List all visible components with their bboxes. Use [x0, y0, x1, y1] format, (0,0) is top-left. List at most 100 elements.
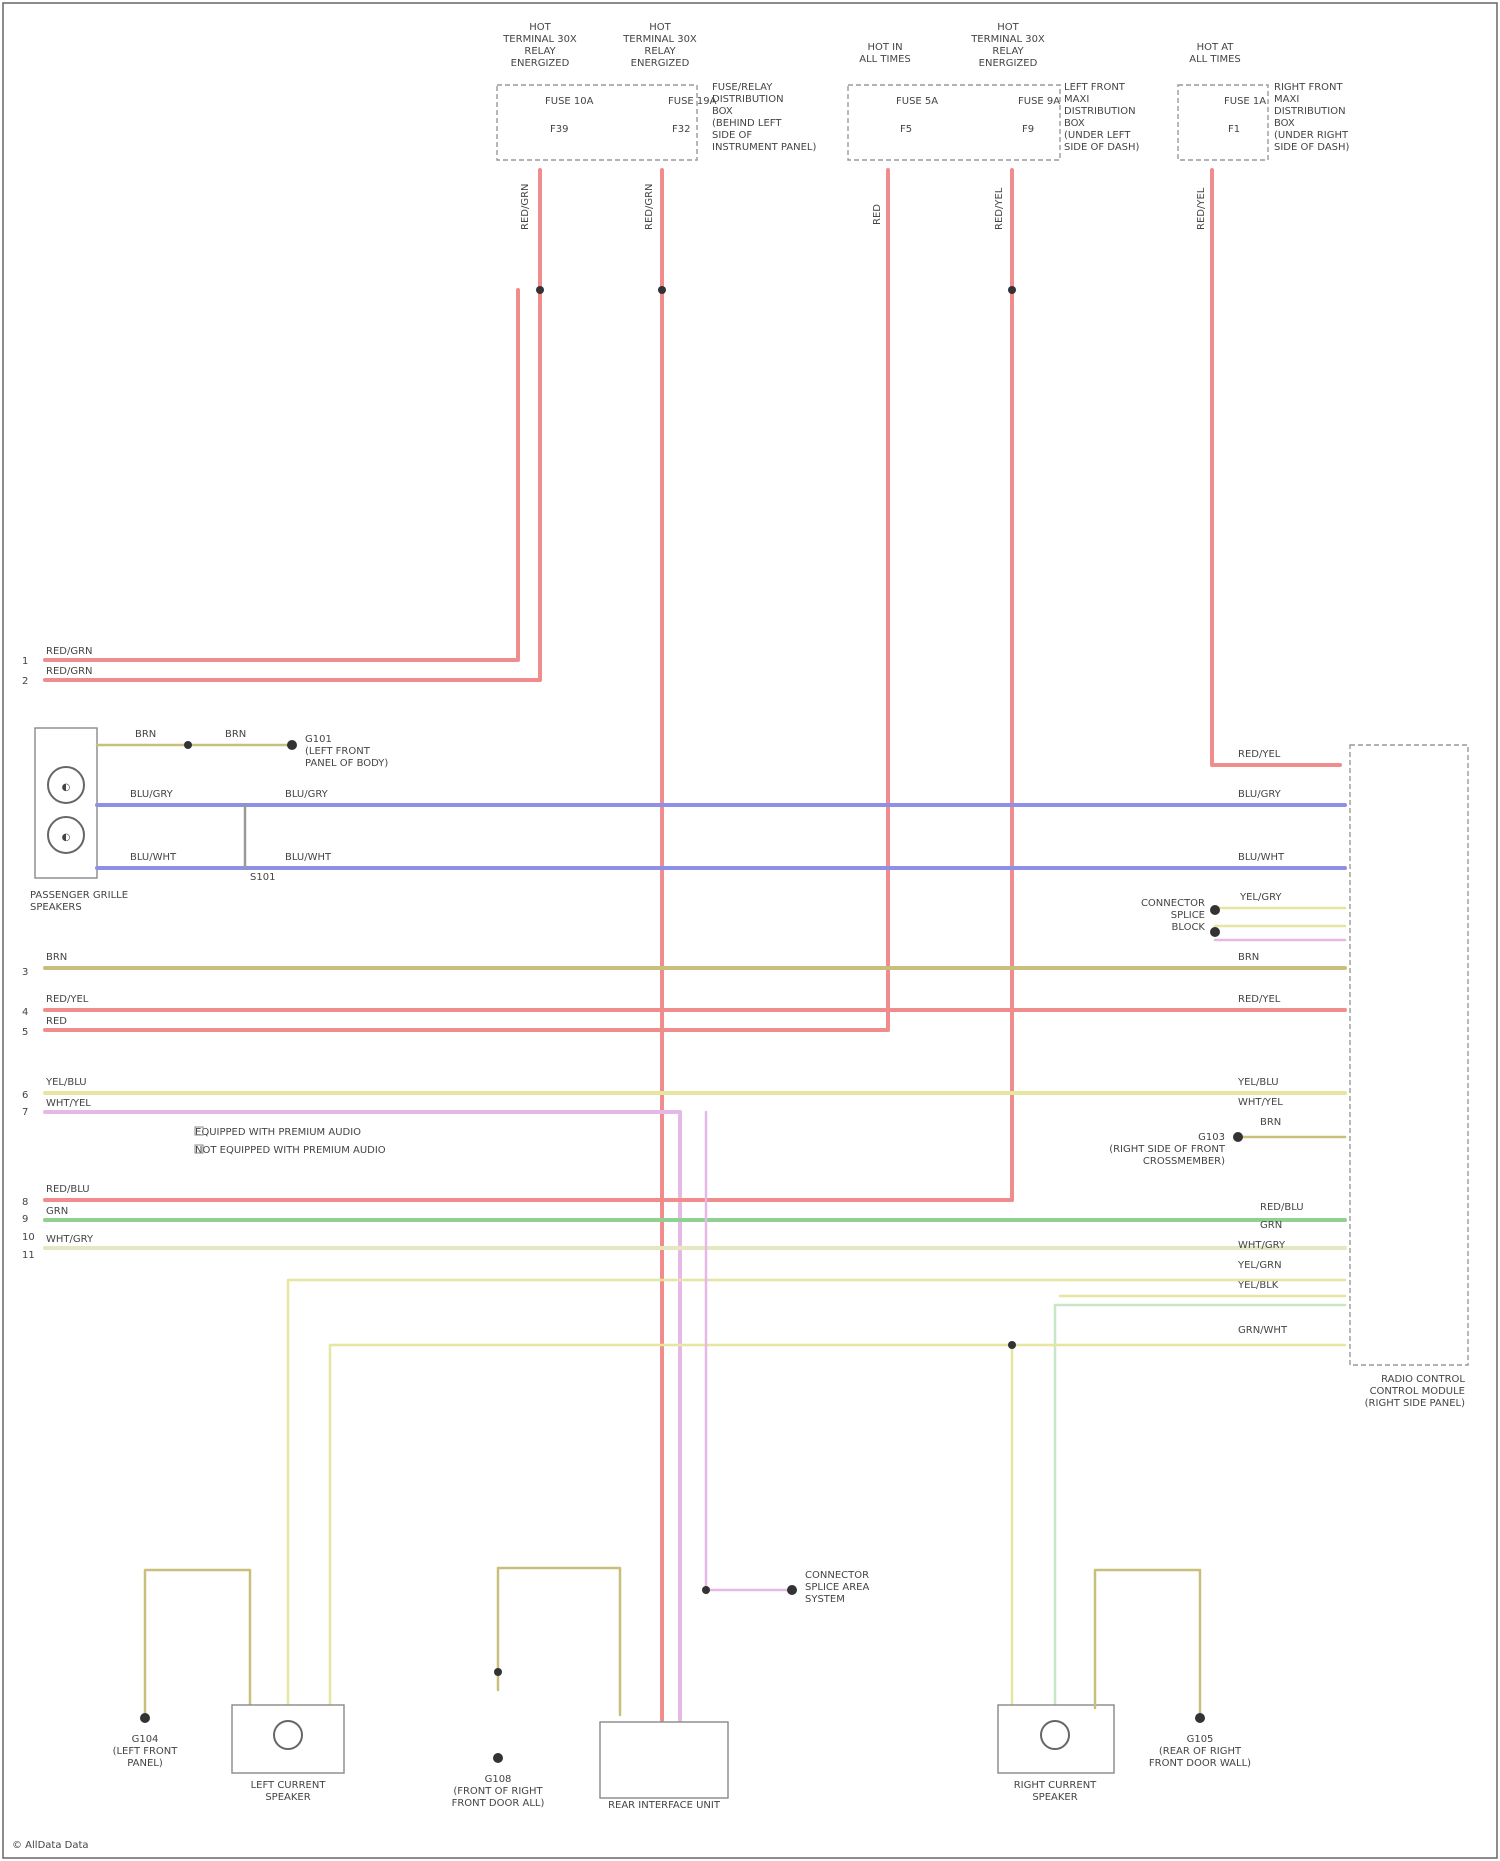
ground-g3-dot	[140, 1713, 150, 1723]
label-grn-bus: GRN	[46, 1206, 68, 1217]
splice-s1-dot	[184, 741, 192, 749]
label-right-yelblk: YEL/BLK	[1237, 1280, 1279, 1291]
rear-module-label: REAR INTERFACE UNIT	[608, 1800, 721, 1811]
label-right-yelblu: YEL/BLU	[1237, 1077, 1279, 1088]
label-bluwht-m: BLU/WHT	[285, 852, 332, 863]
fuse-label-4: FUSE 9A	[1018, 96, 1060, 107]
row-num-4: 4	[22, 1007, 28, 1018]
ground-g5-label: G105(REAR OF RIGHTFRONT DOOR WALL)	[1149, 1734, 1251, 1769]
row-num-11: 11	[22, 1250, 35, 1261]
ground-g2-dot	[1233, 1132, 1243, 1142]
g108-wire	[498, 1568, 620, 1715]
label-v4: RED/YEL	[994, 187, 1005, 230]
label-right-redyel2: RED/YEL	[1238, 994, 1281, 1005]
row-num-5: 5	[22, 1027, 28, 1038]
label-right-wht: WHT/YEL	[1238, 1097, 1283, 1108]
diagram-frame	[3, 3, 1497, 1858]
feed-1-row1	[45, 290, 518, 660]
fuse-label-2: FUSE 19A	[668, 96, 717, 107]
fuse-title-5: HOT ATALL TIMES	[1189, 42, 1241, 65]
ground-g2-label: G103(RIGHT SIDE OF FRONTCROSSMEMBER)	[1109, 1132, 1226, 1167]
splice-s1-label: S101	[250, 872, 275, 883]
row-num-10: 10	[22, 1232, 35, 1243]
label-brn-1: BRN	[135, 729, 156, 740]
ground-g1-dot	[287, 740, 297, 750]
label-right-yellow: YEL/GRY	[1239, 892, 1282, 903]
label-right-redyel: RED/YEL	[1238, 749, 1281, 760]
left-speaker-box	[232, 1705, 344, 1773]
label-v1: RED/GRN	[520, 183, 531, 230]
label-blugry-l: BLU/GRY	[130, 789, 174, 800]
footer-credit: © AllData Data	[12, 1840, 89, 1851]
row-num-3: 3	[22, 967, 28, 978]
speaker-glyph-2: ◐	[62, 832, 71, 843]
vertical-feeds	[45, 170, 1340, 1720]
horizontal-bus	[45, 805, 1345, 1720]
label-row2: RED/GRN	[46, 666, 93, 677]
fuse-label-1: FUSE 10A	[545, 96, 594, 107]
fuse-sub-1: F39	[550, 124, 568, 135]
fuse-label-3: FUSE 5A	[896, 96, 938, 107]
row-num-9: 9	[22, 1214, 28, 1225]
fuse-circuit-4: LEFT FRONTMAXIDISTRIBUTIONBOX(UNDER LEFT…	[1064, 82, 1140, 153]
row-num-7: 7	[22, 1107, 28, 1118]
fuse-sub-4: F9	[1022, 124, 1034, 135]
row-num-1: 1	[22, 656, 28, 667]
fuse-sub-2: F32	[672, 124, 690, 135]
fuse-title-1: HOTTERMINAL 30XRELAYENERGIZED	[502, 22, 577, 69]
right-speaker-ground-wire	[1095, 1570, 1200, 1715]
ground-g1-label: G101(LEFT FRONTPANEL OF BODY)	[305, 734, 388, 769]
fuse-label-5: FUSE 1A	[1224, 96, 1266, 107]
left-speaker-ground-wire	[145, 1570, 250, 1715]
label-brn-2: BRN	[225, 729, 246, 740]
row-num-8: 8	[22, 1197, 28, 1208]
splice-dot-mid	[702, 1586, 710, 1594]
label-redyel-bus: RED/YEL	[46, 994, 89, 1005]
label-right-bluwht: BLU/WHT	[1238, 852, 1285, 863]
label-v5: RED/YEL	[1196, 187, 1207, 230]
row-num-2: 2	[22, 676, 28, 687]
label-right-whtgry: WHT/GRY	[1238, 1240, 1286, 1251]
label-right-grn2: GRN/WHT	[1238, 1325, 1288, 1336]
label-right-yelgrn: YEL/GRN	[1237, 1260, 1282, 1271]
label-redblu-bus: RED/BLU	[46, 1184, 90, 1195]
row-num-6: 6	[22, 1090, 28, 1101]
label-right-brn3: BRN	[1260, 1117, 1281, 1128]
label-bluwht-l: BLU/WHT	[130, 852, 177, 863]
splice-dot-1	[536, 286, 544, 294]
note-1: EQUIPPED WITH PREMIUM AUDIO	[195, 1127, 361, 1138]
splice-dot-g108	[494, 1668, 502, 1676]
label-v2: RED/GRN	[644, 183, 655, 230]
label-wht-bus: WHT/YEL	[46, 1098, 91, 1109]
label-brn-bus: BRN	[46, 952, 67, 963]
door-ground: G108(FRONT OF RIGHTFRONT DOOR ALL)	[452, 1568, 620, 1809]
yel-blk-drop-left	[330, 1345, 1345, 1708]
label-blugry-m: BLU/GRY	[285, 789, 329, 800]
speaker-glyph-1: ◐	[62, 782, 71, 793]
feed-5-vertical	[1212, 170, 1340, 765]
ground-g5-dot	[1195, 1713, 1205, 1723]
connector-mid-label: CONNECTORSPLICE AREASYSTEM	[805, 1570, 869, 1605]
splice-dot-3	[1008, 286, 1016, 294]
left-edge-numbers: 1 2 3 4 5 6 7 8 9 10 11	[22, 656, 35, 1261]
note-2: NOT EQUIPPED WITH PREMIUM AUDIO	[195, 1145, 386, 1156]
label-row1: RED/GRN	[46, 646, 93, 657]
rear-module-box	[600, 1722, 728, 1798]
label-right-brn: BRN	[1238, 952, 1259, 963]
label-yelblu-bus: YEL/BLU	[45, 1077, 87, 1088]
rear-interface-unit: REAR INTERFACE UNIT	[600, 1722, 728, 1811]
connector-dot-1	[1210, 905, 1220, 915]
